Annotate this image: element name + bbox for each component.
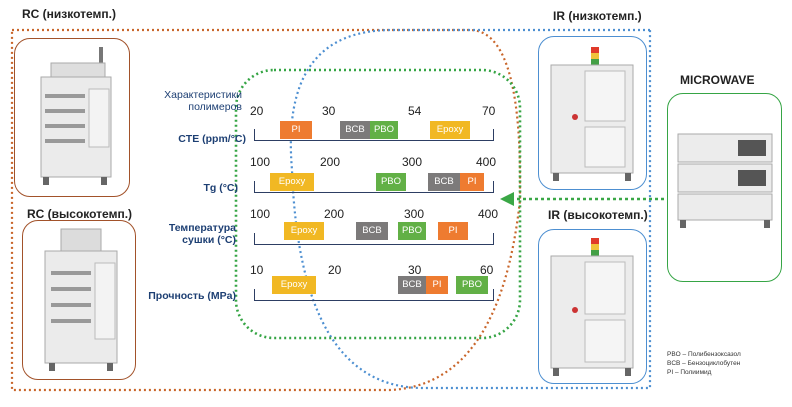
rc-high-oven-icon xyxy=(44,228,118,371)
row-label-strength: Прочность (MPa) xyxy=(148,290,236,302)
chip-pbo: PBO xyxy=(370,121,398,139)
microwave-oven-photo xyxy=(667,93,782,282)
tick-label: 200 xyxy=(320,155,341,169)
microwave-label: MICROWAVE xyxy=(680,73,755,87)
ir-high-label: IR (высокотемп.) xyxy=(548,208,648,222)
table-header: Характеристики полимеров xyxy=(164,89,242,113)
rc-low-label: RC (низкотемп.) xyxy=(22,7,116,21)
tick-label: 100 xyxy=(250,155,271,169)
tick-label: 60 xyxy=(480,263,494,277)
row-label-tg: Tg (°C) xyxy=(203,182,238,194)
axis-line xyxy=(254,129,494,141)
rc-region-outline xyxy=(10,28,522,392)
ir-high-oven-photo xyxy=(538,229,647,384)
ir-low-oven-icon xyxy=(550,47,634,181)
tick-label: 300 xyxy=(402,155,423,169)
tick-label: 30 xyxy=(322,104,336,118)
chip-pi: PI xyxy=(460,173,484,191)
tick-label: 400 xyxy=(476,155,497,169)
legend-item-bcb: BCB – Бензоциклобутен xyxy=(667,360,741,367)
chip-pbo: PBO xyxy=(398,222,426,240)
rc-low-oven-icon xyxy=(40,47,112,185)
tick-label: 20 xyxy=(250,104,264,118)
chip-epoxy: Epoxy xyxy=(272,276,316,294)
row-label-cte: CTE (ppm/°C) xyxy=(178,133,246,145)
tick-label: 54 xyxy=(408,104,422,118)
ir-high-oven-icon xyxy=(550,238,634,376)
tick-label: 10 xyxy=(250,263,264,277)
chip-pi: PI xyxy=(426,276,448,294)
tick-label: 200 xyxy=(324,207,345,221)
legend-box: PBO – Полибензоксазол BCB – Бензоциклобу… xyxy=(667,350,741,377)
ir-low-label: IR (низкотемп.) xyxy=(553,9,642,23)
microwave-arrow-head xyxy=(500,192,514,206)
row-label-cure-temp: Температура сушки (°C) xyxy=(168,222,236,246)
rc-low-oven-photo xyxy=(14,38,130,197)
chip-epoxy: Epoxy xyxy=(430,121,470,139)
chip-bcb: BCB xyxy=(428,173,460,191)
tick-label: 30 xyxy=(408,263,422,277)
rc-high-label: RC (высокотемп.) xyxy=(27,207,133,221)
axis-line xyxy=(254,233,494,245)
chip-pi: PI xyxy=(280,121,312,139)
ir-low-oven-photo xyxy=(538,36,647,190)
chip-bcb: BCB xyxy=(398,276,426,294)
axis-line xyxy=(254,181,494,193)
axis-line xyxy=(254,289,494,301)
chip-epoxy: Epoxy xyxy=(270,173,314,191)
chip-bcb: BCB xyxy=(356,222,388,240)
legend-item-pbo: PBO – Полибензоксазол xyxy=(667,351,741,358)
chip-epoxy: Epoxy xyxy=(284,222,324,240)
chip-pbo: PBO xyxy=(456,276,488,294)
microwave-oven-icon xyxy=(677,133,773,228)
tick-label: 400 xyxy=(478,207,499,221)
tick-label: 20 xyxy=(328,263,342,277)
chip-pi: PI xyxy=(438,222,468,240)
tick-label: 70 xyxy=(482,104,496,118)
legend-item-pi: PI – Полиимид xyxy=(667,369,712,376)
rc-high-oven-photo xyxy=(22,220,136,380)
tick-label: 100 xyxy=(250,207,271,221)
chip-pbo: PBO xyxy=(376,173,406,191)
tick-label: 300 xyxy=(404,207,425,221)
chip-bcb: BCB xyxy=(340,121,370,139)
